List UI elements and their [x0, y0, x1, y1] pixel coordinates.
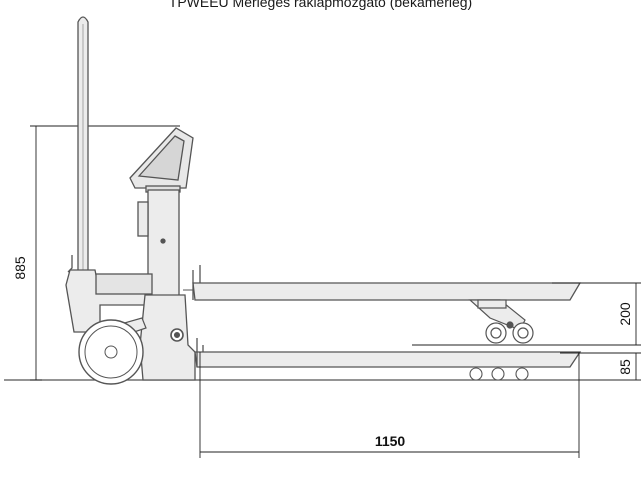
- chassis: [139, 294, 196, 381]
- dimension-85: [560, 352, 641, 380]
- load-roller-lowered: [465, 366, 535, 381]
- dimension-885: [30, 125, 180, 381]
- lower-fork: [194, 338, 582, 368]
- dimension-1150-label: 1150: [375, 433, 406, 449]
- steering-wheel: [78, 319, 144, 385]
- upper-fork: [183, 265, 582, 301]
- pump-housing: [65, 255, 153, 333]
- scale-display: [129, 127, 194, 193]
- tow-handle: [77, 16, 89, 291]
- load-roller-raised: [468, 299, 534, 344]
- dimension-200-label: 200: [617, 302, 633, 326]
- dimension-1150: [199, 352, 580, 458]
- diagram-title: TPWEEU Mérleges raklapmozgató (bekamérle…: [168, 0, 473, 10]
- dimension-885-label: 885: [12, 256, 28, 280]
- dimension-85-label: 85: [617, 359, 633, 375]
- dimension-200: [412, 282, 641, 346]
